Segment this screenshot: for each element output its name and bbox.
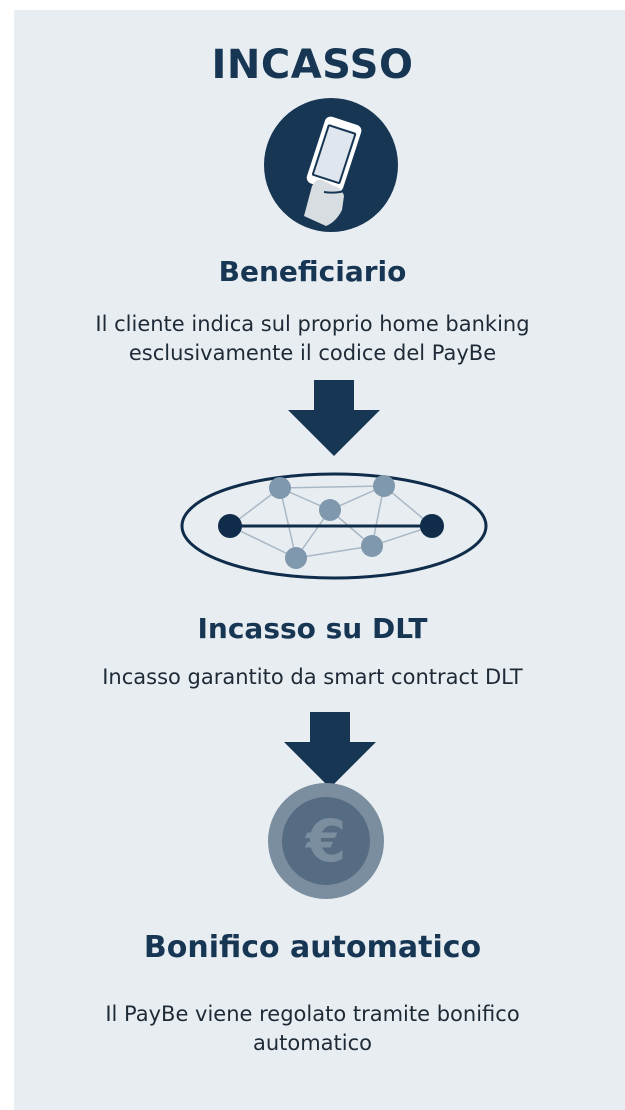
euro-coin-icon: €	[267, 782, 385, 900]
step-description-beneficiario: Il cliente indica sul proprio home banki…	[95, 312, 530, 365]
svg-text:€: €	[304, 807, 346, 875]
arrow-down-icon	[284, 712, 376, 788]
smartphone-hand-icon	[264, 98, 398, 232]
page-title: INCASSO	[211, 42, 414, 88]
step-heading-beneficiario: Beneficiario	[218, 255, 407, 288]
step-heading-incasso-dlt: Incasso su DLT	[197, 612, 428, 645]
step-description-bonifico: Il PayBe viene regolato tramite bonifico…	[105, 1002, 520, 1055]
step-description-incasso-dlt: Incasso garantito da smart contract DLT	[102, 665, 523, 689]
arrow-down-icon	[288, 380, 380, 456]
network-nodes-icon	[178, 468, 490, 598]
step-heading-bonifico: Bonifico automatico	[143, 930, 482, 965]
